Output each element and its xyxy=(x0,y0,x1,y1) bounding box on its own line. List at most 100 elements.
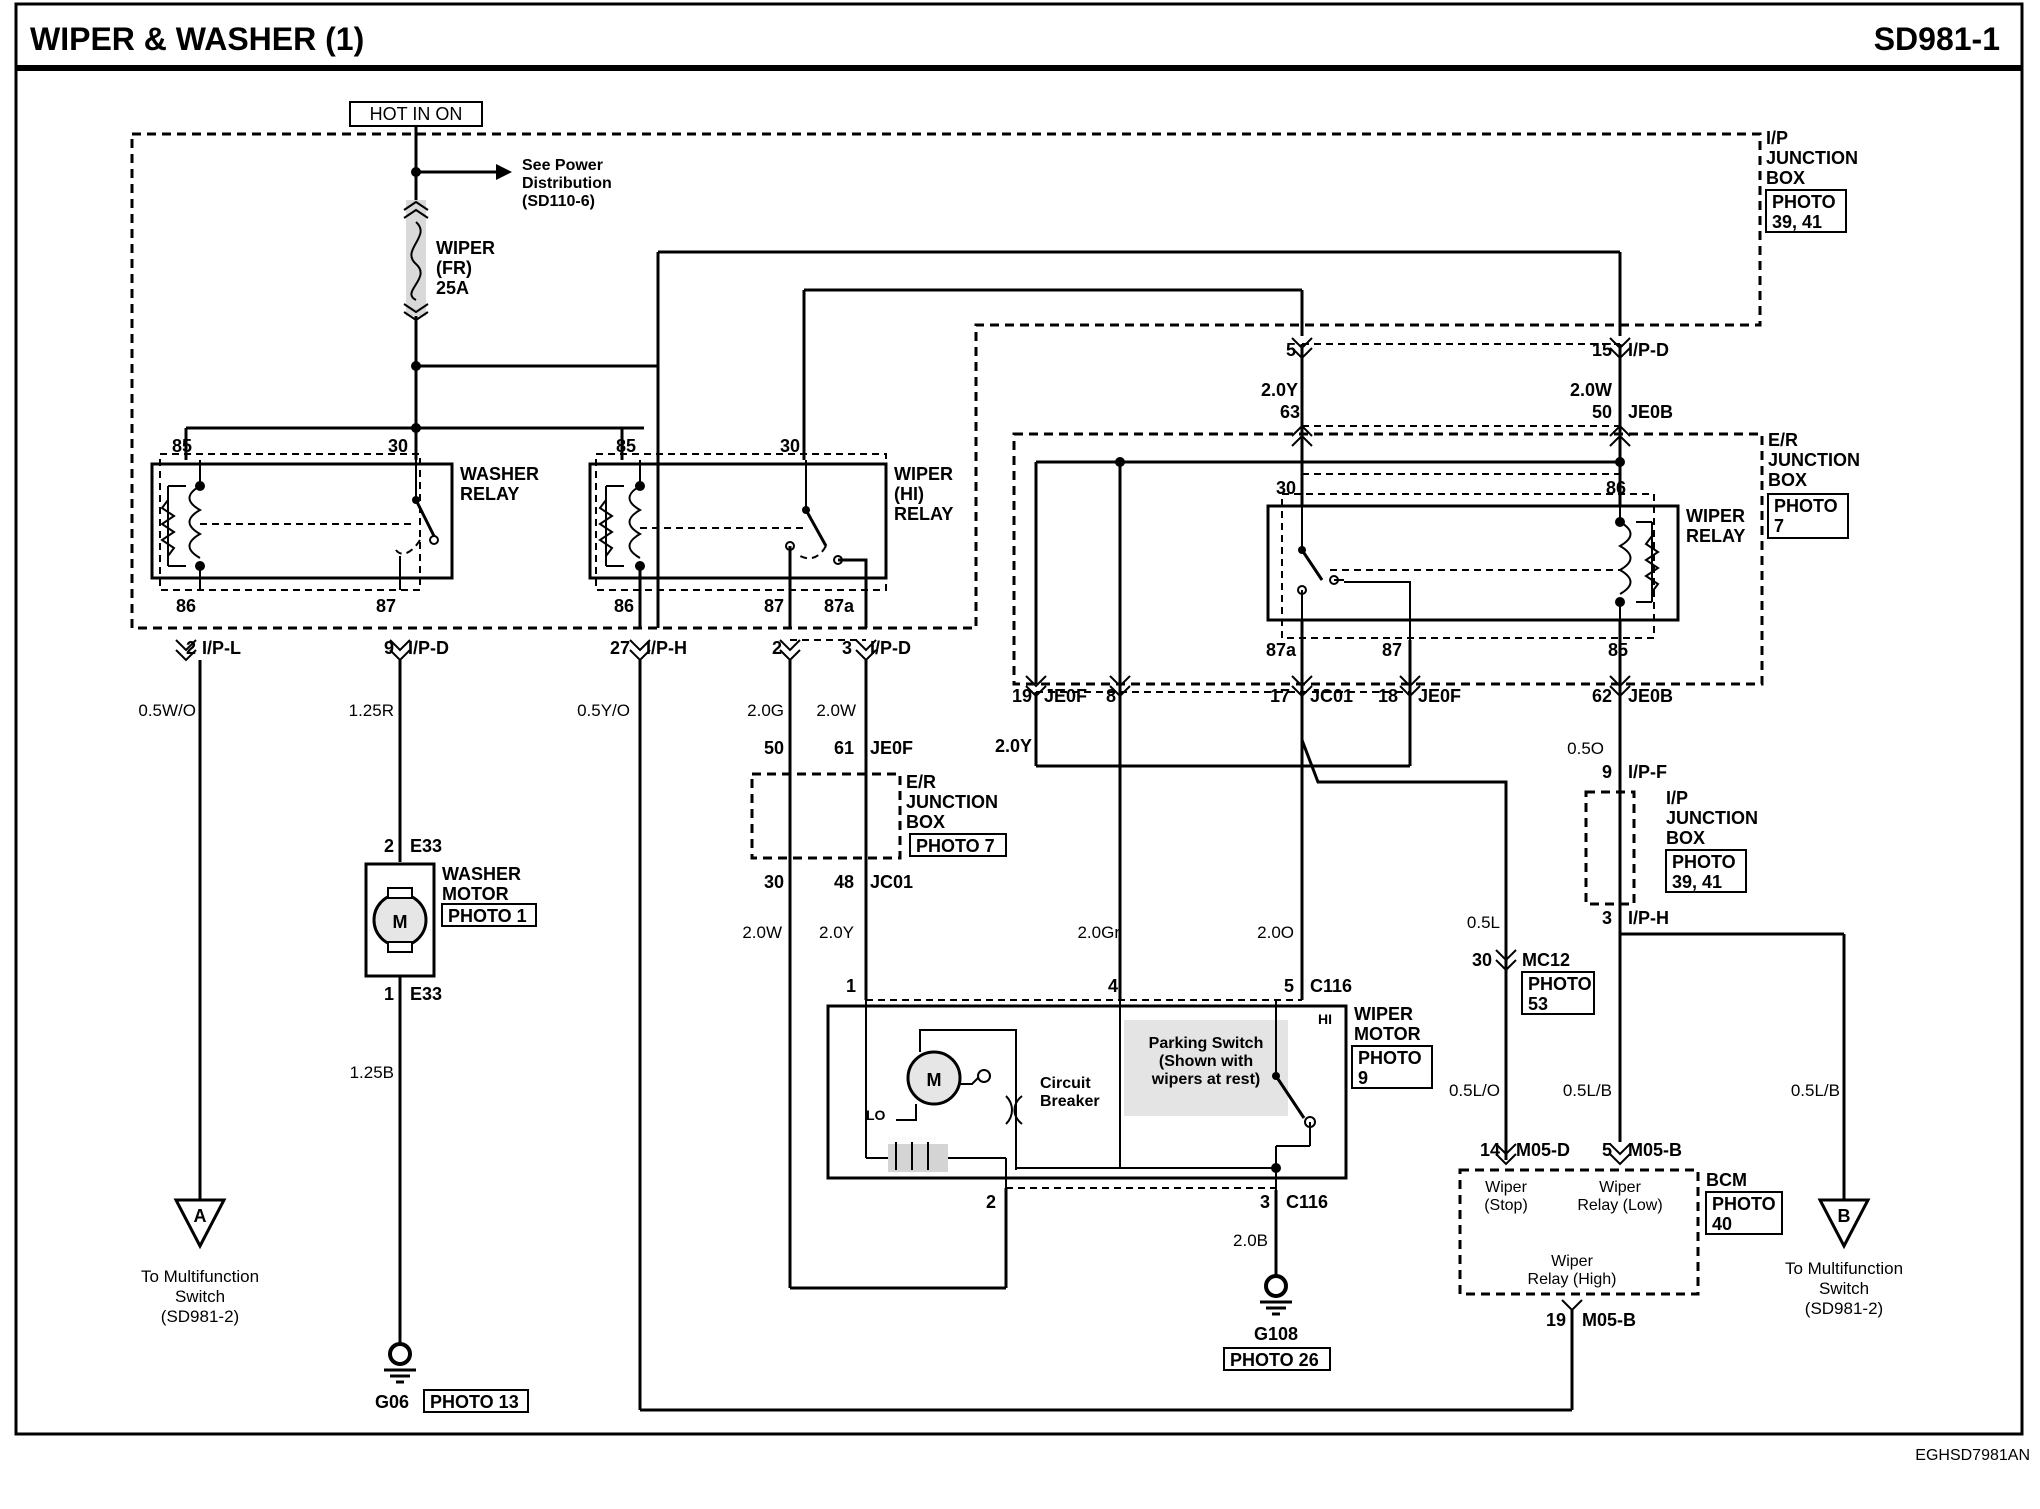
conn-ipd-3: I/P-D xyxy=(1628,340,1669,360)
conn-48-jc01: 48 xyxy=(834,872,854,892)
washer-motor-label-2: MOTOR xyxy=(442,884,509,904)
wire-05wo: 0.5W/O xyxy=(138,701,196,720)
ground-g108-label: G108 xyxy=(1254,1324,1298,1344)
er-jb-photo-2: 7 xyxy=(1774,516,1784,536)
er-jb2-photo: PHOTO 7 xyxy=(916,836,995,856)
conn-jc01-2: JC01 xyxy=(870,872,913,892)
conn-je0b: JE0B xyxy=(1628,402,1673,422)
conn-mc12: MC12 xyxy=(1522,950,1570,970)
header-frame xyxy=(14,2,2024,70)
conn-27-iph: 27 xyxy=(610,638,630,658)
pin-86-wiper: 86 xyxy=(1606,478,1626,498)
offpage-a-letter: A xyxy=(194,1206,207,1226)
diagram-frame xyxy=(14,66,2024,1436)
ip-jb2-photo-box xyxy=(1665,849,1747,893)
hot-in-on-label: HOT IN ON xyxy=(370,104,463,124)
conn-3-iph: 3 xyxy=(1602,908,1612,928)
bcm-photo-box xyxy=(1705,1191,1783,1235)
ip-jb-label-2: JUNCTION xyxy=(1766,148,1858,168)
conn-19-jeof: 19 xyxy=(1012,686,1032,706)
pin-85-wiper: 85 xyxy=(1608,640,1628,660)
ground-g108-photo: PHOTO 26 xyxy=(1230,1350,1319,1370)
conn-61-jeof: 61 xyxy=(834,738,854,758)
offpage-a-3: (SD981-2) xyxy=(161,1307,239,1326)
ip-junction-box-main xyxy=(130,132,1762,630)
bcm-high-2: Relay (High) xyxy=(1528,1271,1617,1288)
offpage-b-letter: B xyxy=(1838,1206,1851,1226)
wire-20w-top: 2.0W xyxy=(1570,380,1612,400)
wire-20w-b: 2.0W xyxy=(742,923,782,942)
conn-ipd-2: I/P-D xyxy=(870,638,911,658)
wire-05l: 0.5L xyxy=(1467,913,1500,932)
washer-relay-label-2: RELAY xyxy=(460,484,519,504)
ip-jb-label-1: I/P xyxy=(1766,128,1788,148)
conn-50-je0b: 50 xyxy=(1592,402,1612,422)
conn-jeof-2: JE0F xyxy=(1418,686,1461,706)
ip-junction-box-small xyxy=(1584,790,1636,906)
bcm-high-1: Wiper xyxy=(1551,1253,1593,1270)
bcm-photo-1: PHOTO xyxy=(1712,1194,1776,1214)
motor-pin-3: 3 xyxy=(1260,1192,1270,1212)
conn-je0b-2: JE0B xyxy=(1628,686,1673,706)
er-jb2-photo-box xyxy=(909,833,1007,857)
conn-2-ipd: 2 xyxy=(772,638,782,658)
wire-20y-jeof: 2.0Y xyxy=(995,736,1032,756)
conn-5-ipd: 5 xyxy=(1286,340,1296,360)
motor-pin-2: 2 xyxy=(986,1192,996,1212)
washer-motor-photo: PHOTO 1 xyxy=(448,906,527,926)
conn-50-jeof: 50 xyxy=(764,738,784,758)
see-power-3: (SD110-6) xyxy=(522,193,595,210)
wiper-motor-label-1: WIPER xyxy=(1354,1004,1413,1024)
motor-pin-5: 5 xyxy=(1284,976,1294,996)
footer-code: EGHSD7981AN xyxy=(1915,1447,2030,1464)
conn-9-ipf: 9 xyxy=(1602,762,1612,782)
washer-relay xyxy=(150,453,454,591)
washer-motor-m: M xyxy=(393,912,408,932)
conn-30-jc01: 30 xyxy=(764,872,784,892)
ip-jb2-label-1: I/P xyxy=(1666,788,1688,808)
conn-jc01: JC01 xyxy=(1310,686,1353,706)
er-jb2-label-3: BOX xyxy=(906,812,945,832)
bcm-stop-2: (Stop) xyxy=(1484,1197,1528,1214)
parking-switch-1: Parking Switch xyxy=(1149,1035,1264,1052)
conn-3-ipd: 3 xyxy=(842,638,852,658)
wiper-motor-hi: HI xyxy=(1318,1011,1332,1027)
conn-m05d: M05-D xyxy=(1516,1140,1570,1160)
conn-c116-2: C116 xyxy=(1286,1192,1328,1212)
ground-g06-photo: PHOTO 13 xyxy=(430,1392,519,1412)
fuse-label-1: WIPER xyxy=(436,238,495,258)
wiper-motor-photo-box xyxy=(1351,1045,1433,1089)
bcm-low-2: Relay (Low) xyxy=(1577,1197,1662,1214)
er-jb-label-2: JUNCTION xyxy=(1768,450,1860,470)
offpage-b-triangle xyxy=(1817,1198,1871,1250)
ground-g06-photo-box xyxy=(423,1389,529,1413)
offpage-a-triangle xyxy=(173,1198,227,1250)
wiper-motor: M xyxy=(826,999,1348,1190)
wiper-motor-photo-2: 9 xyxy=(1358,1068,1368,1088)
offpage-b-2: Switch xyxy=(1819,1279,1869,1298)
wiper-motor-m: M xyxy=(927,1070,942,1090)
wire-125b: 1.25B xyxy=(350,1063,394,1082)
offpage-a-1: To Multifunction xyxy=(141,1267,259,1286)
washer-motor-photo-box xyxy=(441,903,537,927)
see-power-2: Distribution xyxy=(522,175,612,192)
wiper-hi-relay xyxy=(588,453,888,628)
wiper-hi-relay-label-3: RELAY xyxy=(894,504,953,524)
wiper-relay xyxy=(1266,474,1680,640)
washer-relay-label-1: WASHER xyxy=(460,464,539,484)
ip-jb-photo-1: PHOTO xyxy=(1772,192,1836,212)
motor-pin-1: 1 xyxy=(846,976,856,996)
wire-05lb2: 0.5L/B xyxy=(1791,1081,1840,1100)
wire-125r: 1.25R xyxy=(349,701,394,720)
pin-87-wiper-hi: 87 xyxy=(764,596,784,616)
ground-g108-photo-box xyxy=(1223,1347,1331,1371)
fuse-label-3: 25A xyxy=(436,278,469,298)
bcm-photo-2: 40 xyxy=(1712,1214,1732,1234)
mc12-photo-1: PHOTO xyxy=(1528,974,1592,994)
wire-05o: 0.5O xyxy=(1567,739,1604,758)
conn-ipl: I/P-L xyxy=(202,638,241,658)
conn-14-m05d: 14 xyxy=(1480,1140,1500,1160)
wire-20gr: 2.0Gr xyxy=(1077,923,1120,942)
mc12-photo-box xyxy=(1521,971,1595,1015)
pin-30-wiper: 30 xyxy=(1276,478,1296,498)
